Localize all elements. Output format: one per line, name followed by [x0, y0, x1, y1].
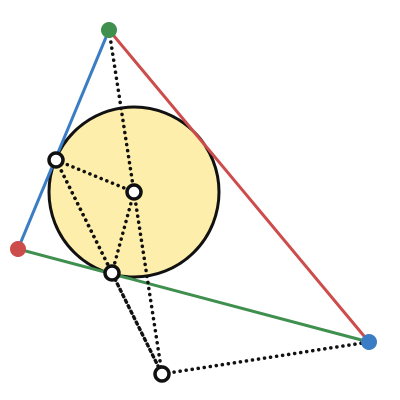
- vertex-right-blue[interactable]: [361, 334, 377, 350]
- dotted-line-tangent-left-to-incenter: [54, 158, 136, 194]
- side-top-right: [107, 29, 371, 343]
- vertex-top-green[interactable]: [101, 22, 117, 38]
- dotted-line-external-to-right-vertex: [160, 340, 371, 376]
- tangent-point-left[interactable]: [47, 151, 65, 169]
- dotted-line-incenter-to-external: [132, 190, 164, 376]
- side-bottom: [17, 247, 370, 344]
- dotted-line-incenter-to-tangent-bottom: [110, 190, 136, 275]
- dotted-line-tangent-bottom-to-external: [110, 271, 164, 376]
- vertex-left-red[interactable]: [10, 241, 26, 257]
- tangent-point-bottom[interactable]: [103, 264, 121, 282]
- external-point[interactable]: [153, 365, 171, 383]
- side-top-left: [16, 29, 111, 250]
- dotted-construction-lines: [54, 28, 371, 376]
- incenter-point[interactable]: [125, 183, 143, 201]
